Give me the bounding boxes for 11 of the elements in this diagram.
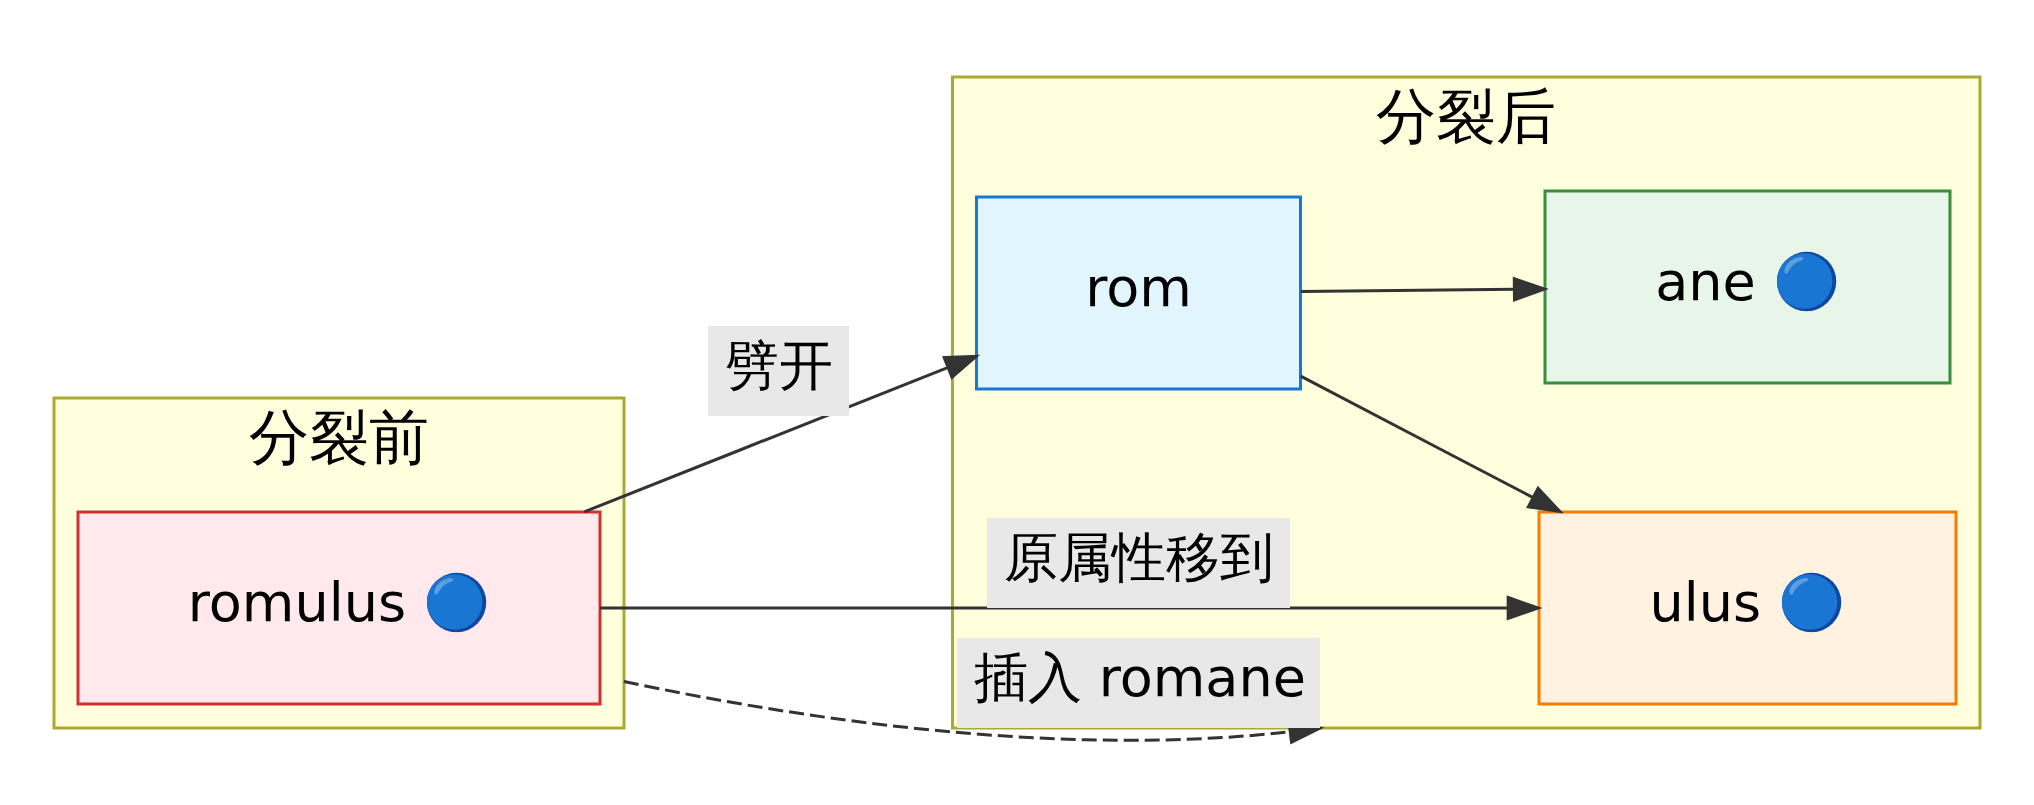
arrow xyxy=(1300,276,1549,302)
arrow xyxy=(1300,374,1564,514)
edge-label: 插入 romane xyxy=(973,646,1306,710)
node-box: ane 🔵 xyxy=(1543,189,1952,385)
node-box: ulus 🔵 xyxy=(1537,510,1958,706)
edge-label: 劈开 xyxy=(724,334,833,398)
arrow xyxy=(600,595,1543,621)
arrow xyxy=(583,354,981,514)
node-box: rom xyxy=(975,195,1302,391)
node-box: romulus 🔵 xyxy=(76,510,602,706)
edge-label: 原属性移到 xyxy=(1003,526,1274,590)
